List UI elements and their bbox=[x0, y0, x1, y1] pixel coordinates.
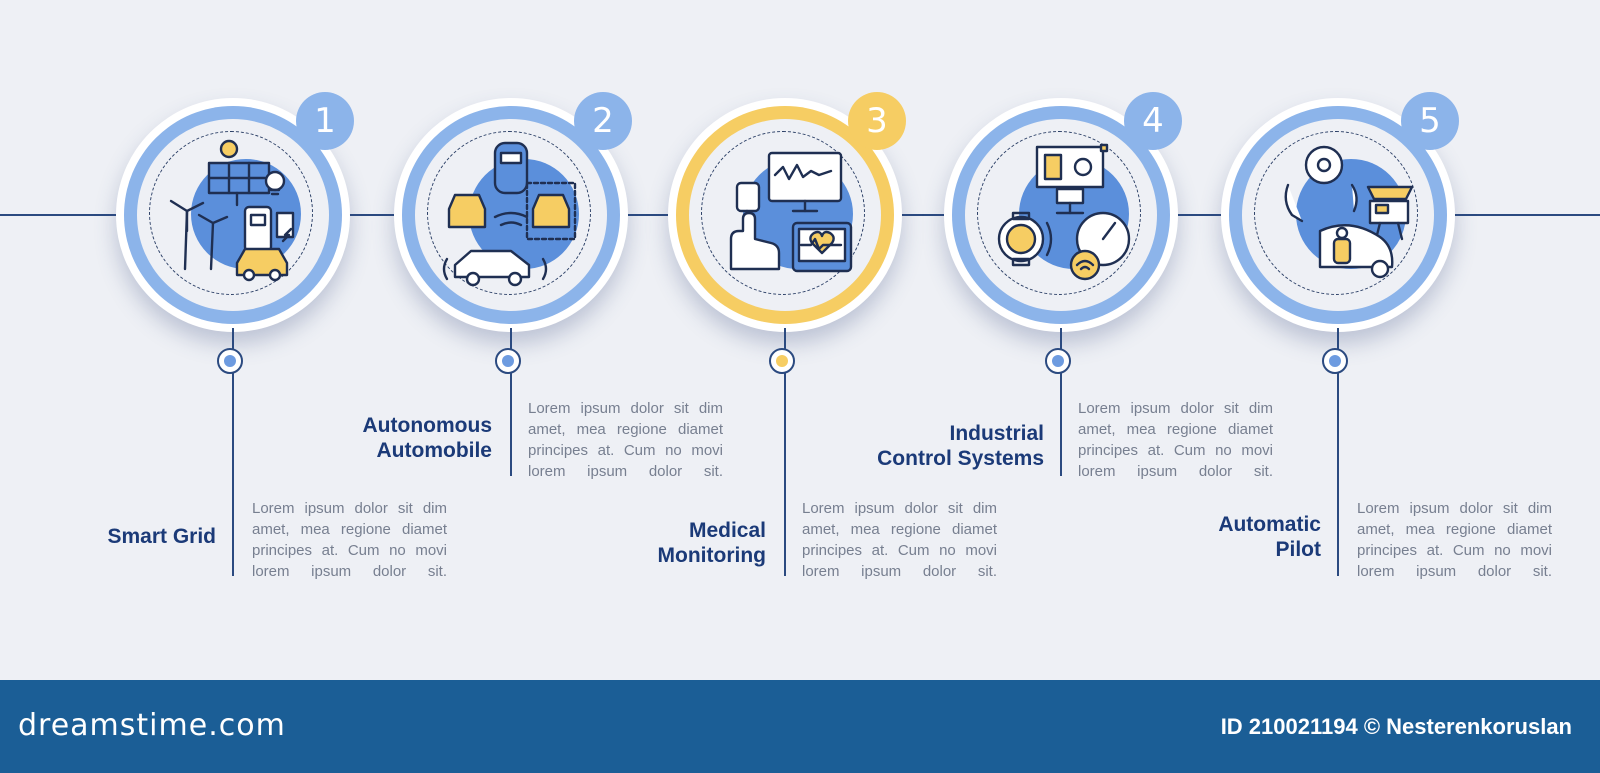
step-title: Smart Grid bbox=[107, 525, 216, 548]
step-number-badge: 5 bbox=[1401, 92, 1459, 150]
step-autonomous-automobile: 2 Autonomous Automobile Lorem ipsum dolo… bbox=[363, 0, 723, 680]
step-industrial-control-systems: 4 Industrial Control Systems Lorem ipsum… bbox=[877, 0, 1273, 680]
footer-bar: dreamstime.com ID 210021194 © Nesterenko… bbox=[0, 680, 1600, 773]
step-description: Lorem ipsum dolor sit dim amet, mea regi… bbox=[1078, 400, 1273, 480]
step-circle: 3 bbox=[668, 92, 906, 332]
connector-line bbox=[232, 328, 234, 576]
step-smart-grid: 1 Smart Grid Lorem ipsum dolor sit dim a… bbox=[96, 0, 447, 680]
step-title: Autonomous Automobile bbox=[362, 414, 492, 462]
step-description: Lorem ipsum dolor sit dim amet, mea regi… bbox=[252, 500, 447, 580]
step-number-badge: 1 bbox=[296, 92, 354, 150]
step-circle: 5 bbox=[1221, 92, 1459, 332]
step-circle: 4 bbox=[944, 92, 1182, 332]
autonomous-car-icon bbox=[442, 141, 577, 287]
connector-line bbox=[1337, 328, 1339, 576]
smart-grid-icon bbox=[169, 139, 295, 282]
brand-logo-text[interactable]: dreamstime.com bbox=[18, 708, 286, 743]
infographic: 1 Smart Grid Lorem ipsum dolor sit dim a… bbox=[0, 0, 1600, 680]
step-number-badge: 4 bbox=[1124, 92, 1182, 150]
step-title: Automatic Pilot bbox=[1218, 513, 1321, 561]
autopilot-icon bbox=[1284, 145, 1414, 279]
timeline-node bbox=[1045, 348, 1071, 374]
timeline-node bbox=[217, 348, 243, 374]
step-title: Industrial Control Systems bbox=[877, 422, 1044, 470]
step-number-badge: 3 bbox=[848, 92, 906, 150]
step-description: Lorem ipsum dolor sit dim amet, mea regi… bbox=[1357, 500, 1552, 580]
step-description: Lorem ipsum dolor sit dim amet, mea regi… bbox=[528, 400, 723, 480]
connector-line bbox=[510, 328, 512, 476]
step-circle: 1 bbox=[116, 92, 354, 332]
timeline-node bbox=[495, 348, 521, 374]
connector-line bbox=[784, 328, 786, 576]
step-title: Medical Monitoring bbox=[657, 519, 766, 567]
step-automatic-pilot: 5 Automatic Pilot Lorem ipsum dolor sit … bbox=[1201, 0, 1552, 680]
industrial-control-icon bbox=[997, 143, 1131, 281]
step-description: Lorem ipsum dolor sit dim amet, mea regi… bbox=[802, 500, 997, 580]
step-circle: 2 bbox=[394, 92, 632, 332]
timeline-node bbox=[1322, 348, 1348, 374]
image-credit: ID 210021194 © Nesterenkoruslan bbox=[1220, 714, 1572, 739]
step-number-badge: 2 bbox=[574, 92, 632, 150]
timeline-node bbox=[769, 348, 795, 374]
medical-monitor-icon bbox=[729, 151, 853, 273]
connector-line bbox=[1060, 328, 1062, 476]
step-medical-monitoring: 3 Medical Monitoring Lorem ipsum dolor s… bbox=[648, 0, 997, 680]
